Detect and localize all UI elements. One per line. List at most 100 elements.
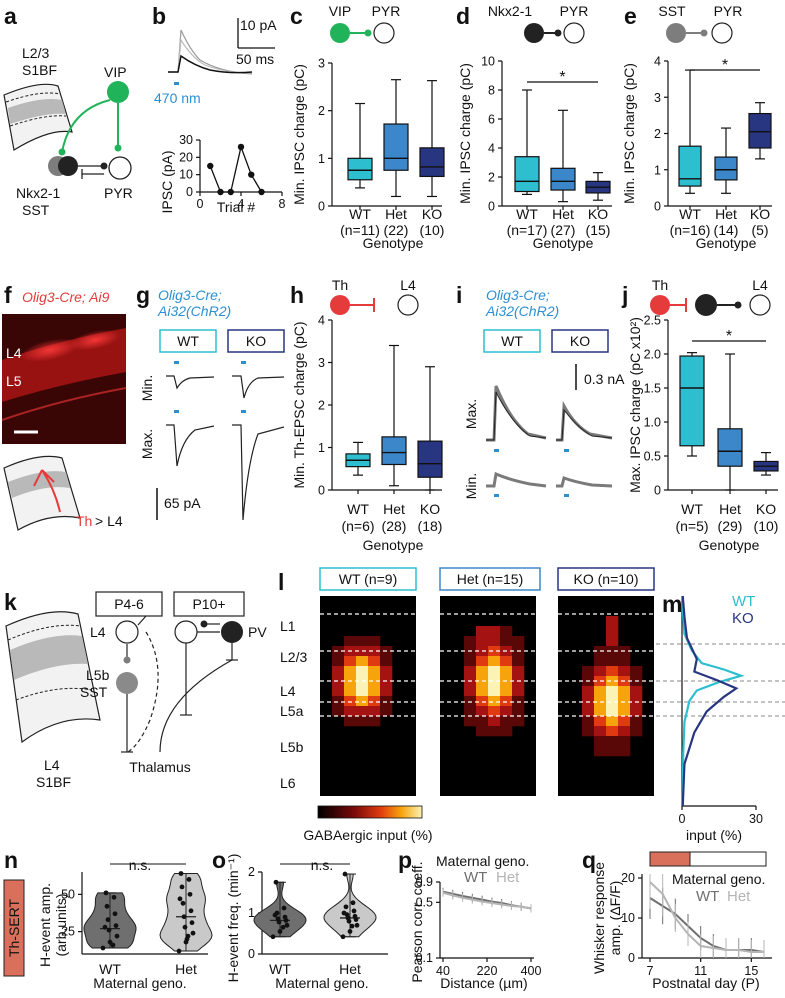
heatmap-cell: [500, 706, 513, 717]
y-tick-label: 4: [654, 55, 661, 69]
panel-p-letter: p: [398, 847, 412, 873]
heatmap-cell: [476, 686, 489, 697]
f-pathway-2: > L4: [95, 513, 123, 529]
y-tick-label: 2.0: [644, 348, 661, 362]
y-tick-label: 0.5: [416, 895, 433, 909]
violin-point: [352, 913, 358, 919]
heatmap-cell: [594, 666, 607, 677]
l-het-label: Het (n=15): [457, 571, 524, 587]
heatmap-cell: [368, 706, 381, 717]
y-tick-label: 20: [179, 150, 193, 164]
d-pre-cell: [524, 23, 544, 43]
pyr-cell: [108, 156, 132, 180]
y-tick-label: 2: [654, 127, 661, 141]
heatmap-cell: [380, 706, 393, 717]
c-post-cell: [373, 22, 395, 44]
violin-point: [179, 884, 185, 890]
panel-b-letter: b: [152, 3, 166, 29]
heatmap-cell: [500, 686, 513, 697]
nkx-label: Nkx2-1: [16, 185, 61, 201]
box: [714, 156, 738, 181]
g-ko-box: [227, 329, 285, 353]
g-ko-max-trace: [232, 424, 285, 521]
category-label: WT: [679, 206, 701, 222]
cortex-slab-icon-k: [5, 611, 101, 744]
l-wt-box: [319, 567, 417, 591]
y-tick-label: 1.0: [644, 416, 661, 430]
series-line: [649, 881, 764, 953]
scale-current-label: 10 pA: [240, 17, 277, 33]
heatmap-cell: [630, 726, 643, 737]
layer-label: L5b: [280, 739, 304, 755]
violin-point: [190, 930, 196, 936]
heatmap-cell: [332, 656, 345, 667]
c-pre-cell: [330, 23, 350, 43]
violin-point: [106, 927, 112, 933]
k-early-label: P4-6: [114, 596, 144, 612]
trial-point: [237, 143, 245, 151]
panel-n-letter: n: [4, 847, 18, 873]
b-xlabel: Trial #: [217, 199, 256, 215]
k-l5b-label: L5b: [86, 667, 110, 683]
box: [417, 440, 443, 478]
heatmap-cell: [594, 736, 607, 747]
violin-point: [107, 939, 113, 945]
y-tick-label: 1: [318, 152, 325, 166]
heatmap-cell: [464, 686, 477, 697]
heatmap-cell: [500, 636, 513, 647]
j-mid-cell: [695, 294, 717, 316]
heatmap-cell: [356, 656, 369, 667]
count-label: (n=5): [675, 518, 708, 534]
heatmap-cell: [618, 656, 631, 667]
x-tick-label: 7: [647, 964, 654, 978]
heatmap-cell: [368, 686, 381, 697]
heatmap-cell: [332, 676, 345, 687]
violin-point: [354, 922, 360, 928]
count-label: (10): [420, 222, 445, 238]
heatmap-cell: [368, 656, 381, 667]
panel-q-letter: q: [582, 847, 596, 873]
j-post-cell: [749, 294, 771, 316]
heatmap-cell: [464, 696, 477, 707]
heatmap-cell: [344, 656, 357, 667]
count-label: (22): [384, 222, 409, 238]
heatmap-cell: [344, 666, 357, 677]
panel-a-letter: a: [4, 3, 17, 29]
heatmap-cell: [618, 696, 631, 707]
heatmap-cell: [368, 676, 381, 687]
y-tick-label: 0: [318, 484, 325, 498]
heatmap-cell: [488, 726, 501, 737]
heatmap-cell: [488, 696, 501, 707]
panel-j-letter: j: [621, 282, 628, 308]
d-pre-label: Nkx2-1: [488, 3, 533, 19]
heatmap-cell: [476, 726, 489, 737]
panel-n: n Th-SERT H-event amp. (arb.units) n.s. …: [3, 847, 213, 991]
heatmap-cell: [368, 716, 381, 727]
panel-f-letter: f: [4, 282, 12, 308]
heatmap-cell: [332, 696, 345, 707]
h-post-cell: [397, 294, 419, 316]
series-line: [649, 897, 765, 953]
cortex-slab-icon: [3, 83, 73, 151]
heatmap-cell: [618, 716, 631, 727]
y-tick-label: 2: [248, 865, 255, 879]
category-label: Het: [719, 501, 741, 517]
violin-point: [341, 910, 347, 916]
j-post-label: L4: [752, 277, 768, 293]
f-pathway: Th: [76, 513, 92, 529]
y-tick-label: 8: [488, 84, 495, 98]
heatmap-cell: [488, 666, 501, 677]
trial-line: [209, 144, 263, 193]
heatmap-cell: [476, 626, 489, 637]
count-label: (n=16): [670, 222, 711, 238]
heatmap-cell: [582, 716, 595, 727]
violin-point: [181, 914, 187, 920]
c-pre-label: VIP: [329, 3, 352, 19]
stim-label: 470 nm: [154, 90, 201, 106]
heatmap-cell: [476, 666, 489, 677]
heatmaps: [320, 596, 654, 796]
